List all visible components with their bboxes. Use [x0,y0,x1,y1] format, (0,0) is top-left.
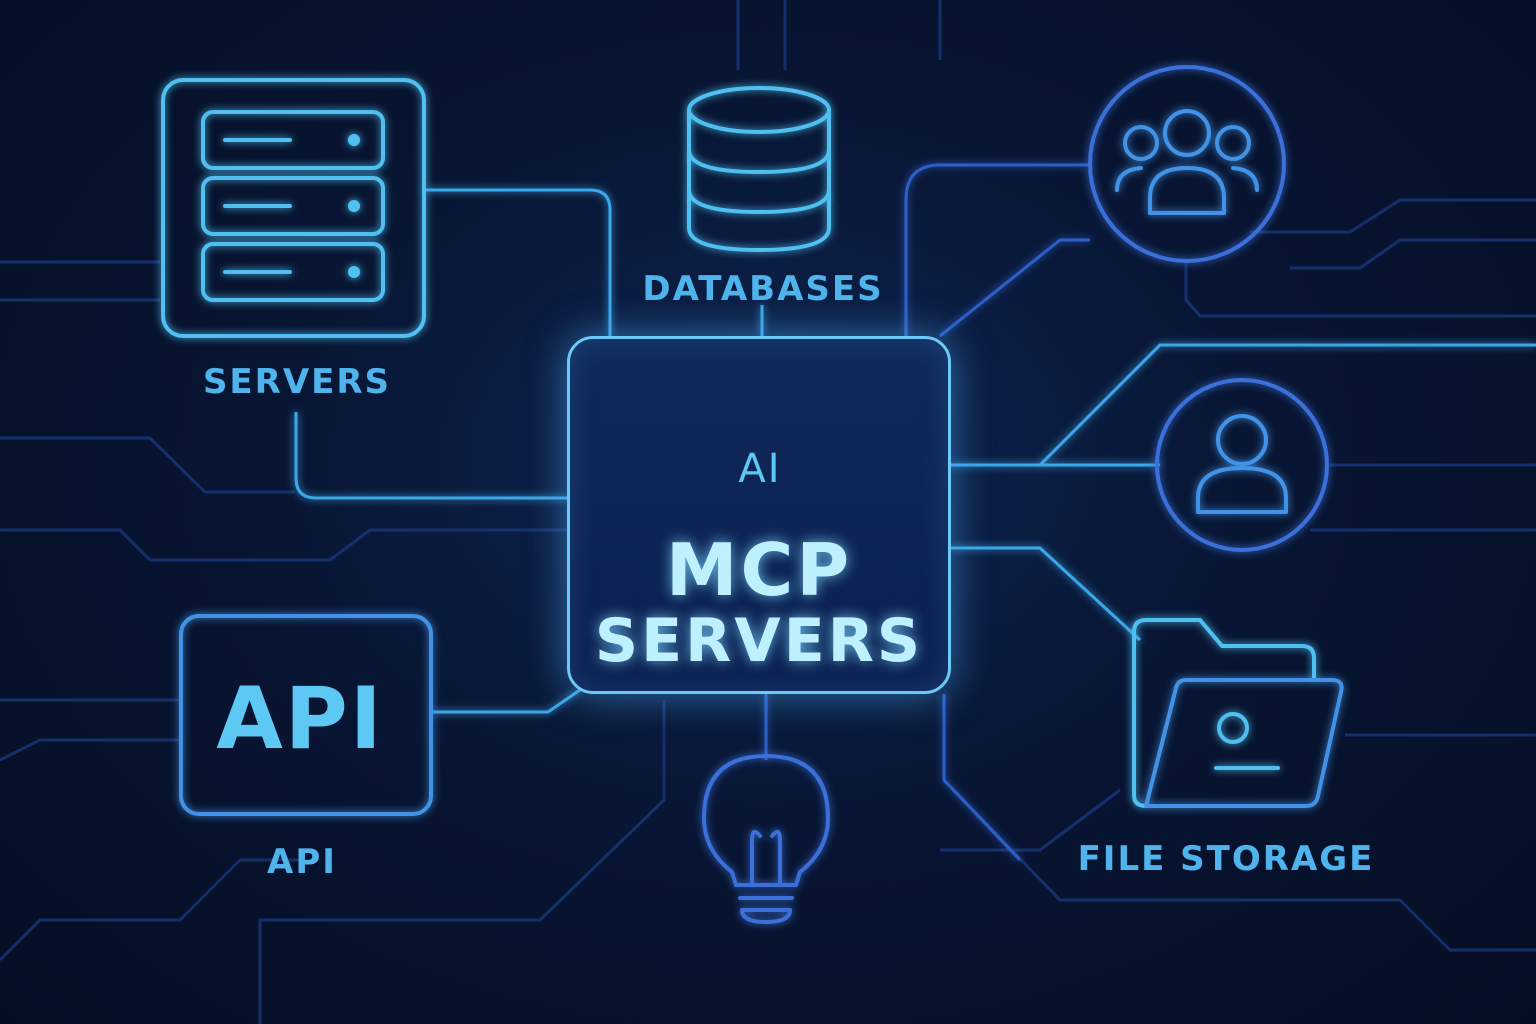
servers-connection-line [424,188,612,336]
hub-title-line2: SERVERS [594,606,924,676]
api-connection-line [432,688,581,714]
ai-icon-text: AI [738,446,782,492]
servers-node [161,78,426,338]
users-group-icon [1115,109,1259,215]
database-icon [687,86,831,252]
user-connection-line [951,343,1536,467]
users-diagonal-connection-line [939,238,1090,338]
hub-title-line1: MCP [665,528,853,612]
api-label: API [267,842,337,882]
api-icon [179,614,433,816]
file-storage-connection-line [951,546,1142,642]
users-connection-line [904,163,1088,336]
user-node [1155,378,1329,552]
databases-label: DATABASES [642,269,883,309]
file-storage-label: FILE STORAGE [1078,839,1375,879]
servers-node-frame [161,78,426,338]
users-group-node [1088,65,1286,263]
connection-traces [294,163,1536,862]
folder-icon [1132,618,1344,808]
mcp-servers-hub [567,336,951,694]
servers-bottom-connection-line [294,412,567,500]
lightbulb-icon [702,754,830,924]
servers-label: SERVERS [203,362,391,402]
api-icon-text: API [216,669,384,769]
file-storage-bottom-connection-line [942,694,1022,862]
user-icon [1196,414,1288,514]
server-rack-icon [201,110,385,302]
api-node [179,614,433,816]
